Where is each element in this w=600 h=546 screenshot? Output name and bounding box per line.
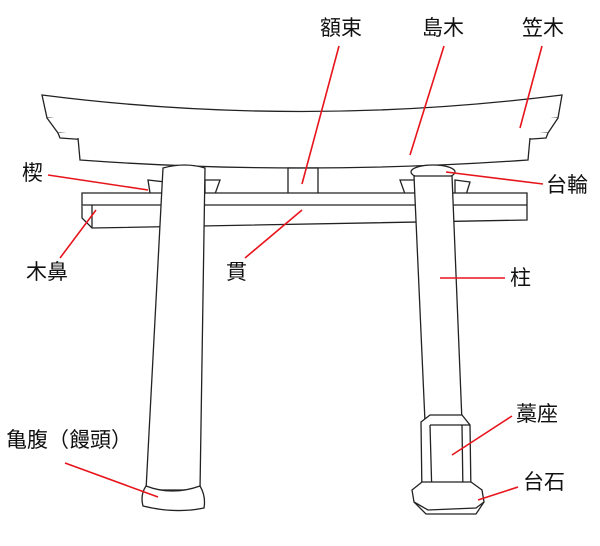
- label-waraza: 藁座: [516, 402, 558, 426]
- kamebara: [141, 485, 206, 512]
- nuki-beam: [81, 192, 528, 229]
- label-kibana: 木鼻: [26, 260, 68, 284]
- label-daiwa: 台輪: [546, 173, 588, 197]
- label-gakuzuka: 額束: [320, 16, 362, 40]
- label-daiishi: 台石: [523, 470, 565, 494]
- shimaki-beam: [77, 137, 531, 169]
- label-hashira: 柱: [510, 266, 531, 290]
- daiishi: [411, 481, 485, 515]
- leader-lines: [47, 45, 544, 501]
- label-kusabi: 楔: [22, 161, 43, 185]
- label-nuki: 貫: [226, 260, 247, 284]
- label-shimaki: 島木: [422, 16, 464, 40]
- left-pillar: [145, 164, 206, 491]
- label-kasagi: 笠木: [522, 16, 564, 40]
- label-kamebara: 亀腹（饅頭）: [6, 428, 132, 452]
